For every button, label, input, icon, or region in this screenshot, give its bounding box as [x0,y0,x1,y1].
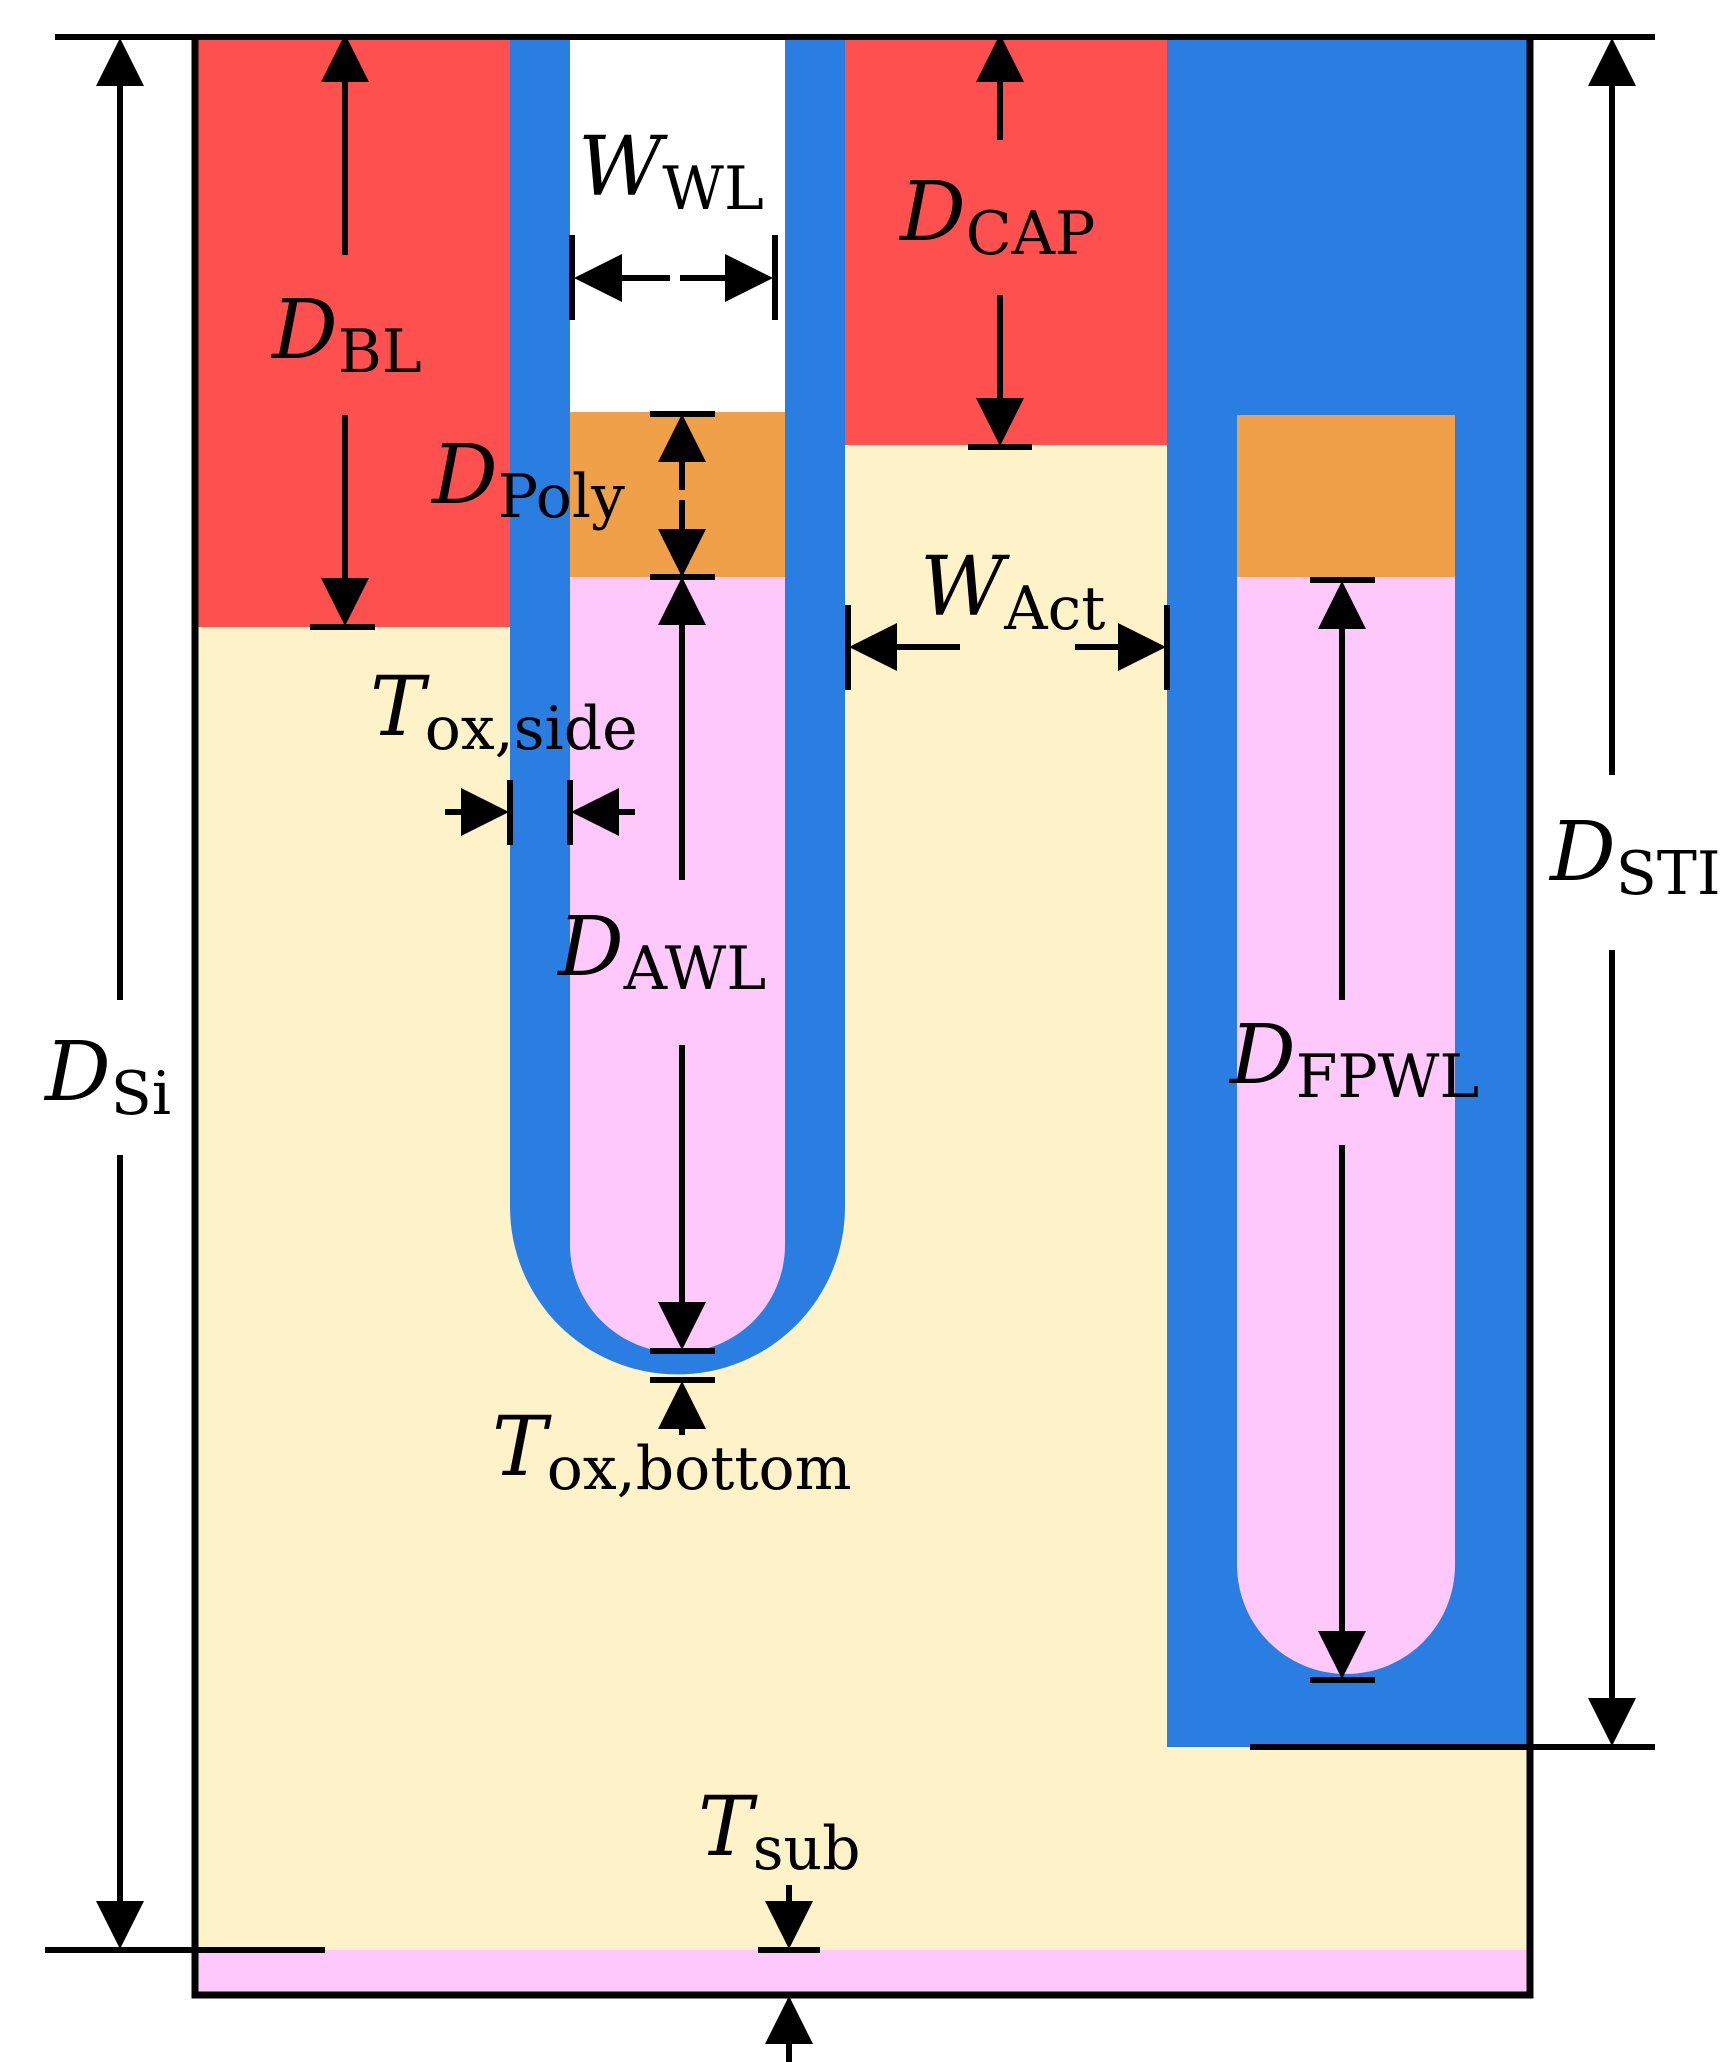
t-ox-bottom-label: Tox,bottom [492,1400,852,1504]
t-sub-label: Tsub [698,1780,861,1884]
w-wl-dimension-arrow [569,235,778,320]
t-ox-side-label: Tox,side [370,660,638,764]
d-si-label: DSi [43,1025,171,1129]
passing-word-line-poly [1237,415,1455,577]
d-cap-dimension-arrow [968,34,1032,450]
d-sti-label: DSTI [1548,805,1721,909]
bit-line-contact-region [195,37,510,627]
d-poly-label: DPoly [430,428,625,532]
word-line-opening [570,37,785,412]
substrate-layer [195,1950,1530,1995]
d-fpwl-dimension-arrow [1310,577,1375,1683]
w-wl-label: WWL [578,120,764,224]
t-ox-side-dimension-arrow [445,780,635,845]
cell-border [191,37,1534,1999]
capacitor-contact-region [845,37,1167,445]
d-fpwl-label: DFPWL [1228,1008,1479,1112]
passing-word-line-fill [1237,575,1455,1674]
active-word-line-fill [570,575,785,1353]
d-bl-label: DBL [270,283,422,387]
d-cap-label: DCAP [898,165,1095,269]
w-act-label: WAct [920,540,1105,644]
d-awl-dimension-arrow [650,577,715,1354]
d-awl-label: DAWL [556,900,766,1004]
t-ox-bottom-dimension-arrow [650,1377,715,1435]
d-bl-dimension-arrow [310,34,375,630]
w-act-dimension-arrow [845,605,1170,690]
t-sub-dimension-arrow [758,1885,820,2062]
